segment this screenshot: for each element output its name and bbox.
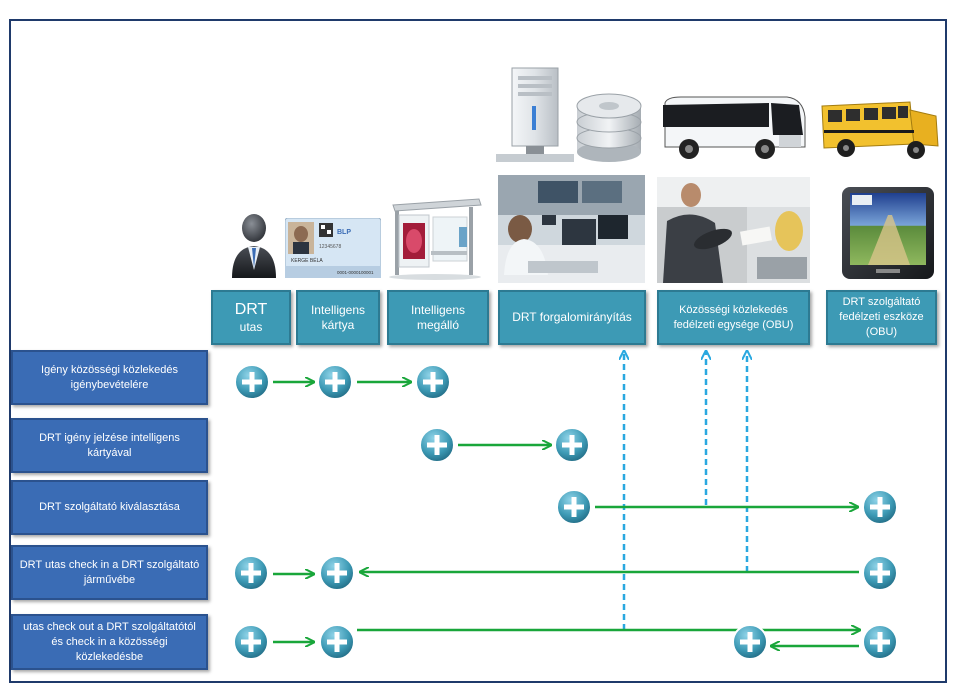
plus-icon (419, 427, 455, 463)
row-5-label: utas check out a DRT szolgáltatótól és c… (23, 620, 196, 663)
row-drt-szolgaltato-kivalasztasa: DRT szolgáltató kiválasztása (11, 480, 208, 535)
header-intelligens-kartya-line2: kártya (321, 317, 355, 332)
header-kozossegi-obu-line2: fedélzeti egysége (OBU) (673, 318, 794, 331)
plus-icon (862, 624, 898, 660)
diagram-frame (9, 19, 947, 683)
bus-stop-image (389, 198, 482, 280)
header-drt-szolgaltato-obu-line2: fedélzeti eszköze (OBU) (839, 311, 924, 338)
row-drt-check-in: DRT utas check in a DRT szolgáltató járm… (11, 545, 208, 600)
header-drt-forgalomiranyitas: DRT forgalomirányítás (498, 290, 646, 345)
header-kozossegi-obu-line1: Közösségi közlekedés (679, 303, 788, 316)
row-igeny-kozossegi: Igény közösségi közlekedés igénybevételé… (11, 350, 208, 405)
row-2-label: DRT igény jelzése intelligens kártyával (39, 431, 180, 459)
row-1-label: Igény közösségi közlekedés igénybevételé… (41, 363, 178, 391)
row-3-label: DRT szolgáltató kiválasztása (39, 501, 180, 513)
header-intelligens-megallo-line1: Intelligens (410, 302, 466, 317)
plus-icon (233, 555, 269, 591)
header-intelligens-megallo: Intelligens megálló (387, 290, 489, 345)
control-room-photo (498, 175, 645, 283)
header-drt-utas: DRT utas (211, 290, 291, 345)
header-drt-utas-line1: DRT (234, 301, 268, 318)
bus-driver-photo (657, 177, 810, 283)
server-icon (496, 67, 574, 162)
card-number: 12345678 (319, 244, 341, 250)
header-intelligens-kartya: Intelligens kártya (296, 290, 380, 345)
header-drt-szolgaltato-obu-line1: DRT szolgáltató (842, 296, 921, 308)
header-intelligens-megallo-line2: megálló (416, 317, 460, 332)
plus-icon (862, 489, 898, 525)
plus-icon (317, 364, 353, 400)
header-drt-forgalomiranyitas-line1: DRT forgalomirányítás (512, 310, 632, 324)
bus-icon (663, 96, 806, 159)
plus-icon (862, 555, 898, 591)
row-drt-igeny-kartya: DRT igény jelzése intelligens kártyával (11, 418, 208, 473)
plus-icon (234, 364, 270, 400)
header-drt-szolgaltato-obu: DRT szolgáltató fedélzeti eszköze (OBU) (826, 290, 937, 345)
plus-icon (319, 555, 355, 591)
card-serial: 0001-0000100001 (337, 270, 374, 275)
card-name: KERGE BÉLA (291, 257, 323, 264)
plus-icon (732, 624, 768, 660)
plus-icon (556, 489, 592, 525)
header-intelligens-kartya-line1: Intelligens (310, 302, 366, 317)
header-drt-utas-line2: utas (239, 320, 263, 334)
row-4-label: DRT utas check in a DRT szolgáltató járm… (19, 558, 200, 586)
plus-icon (415, 364, 451, 400)
plus-icon (233, 624, 269, 660)
header-kozossegi-obu: Közösségi közlekedés fedélzeti egysége (… (657, 290, 810, 345)
plus-icon (319, 624, 355, 660)
row-check-out-check-in: utas check out a DRT szolgáltatótól és c… (11, 614, 208, 670)
person-icon (232, 214, 276, 278)
plus-icon (554, 427, 590, 463)
gps-device-icon (842, 187, 934, 279)
database-icon (576, 93, 642, 162)
school-bus-icon (821, 101, 939, 159)
card-brand: BLP (337, 229, 351, 236)
id-card-image: BLP 12345678 KERGE BÉLA 0001-0000100001 (285, 218, 381, 278)
